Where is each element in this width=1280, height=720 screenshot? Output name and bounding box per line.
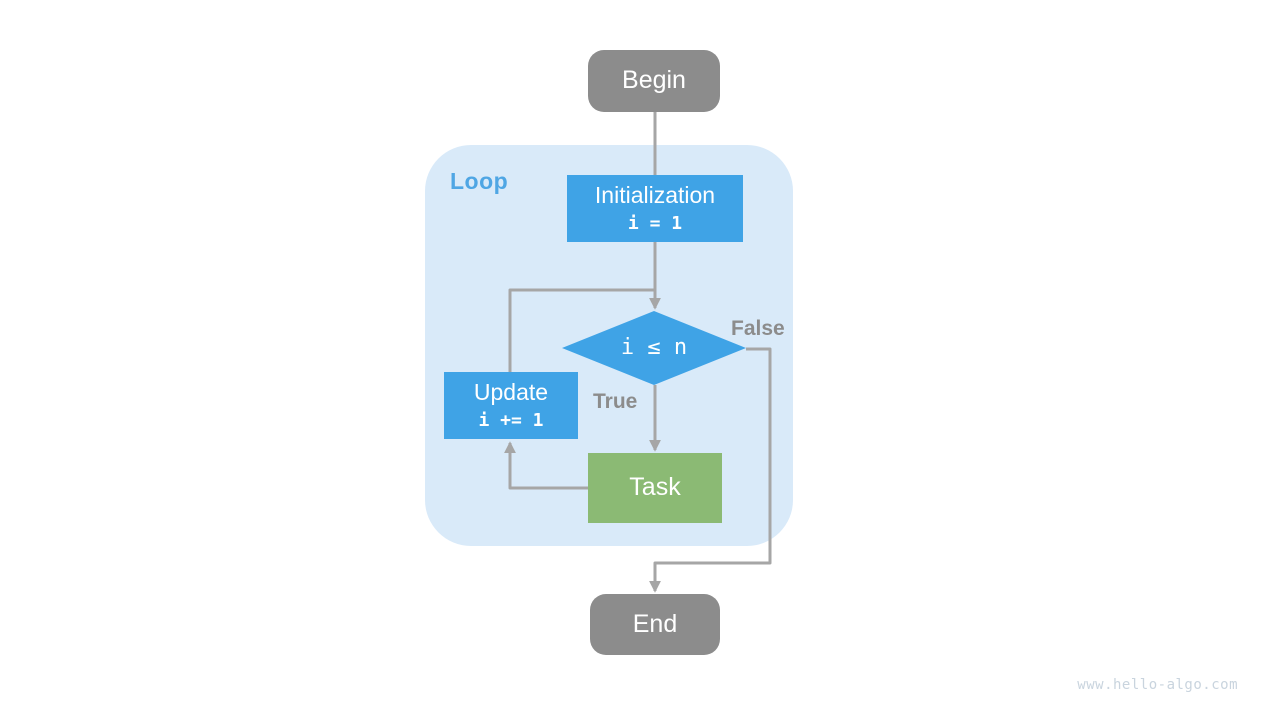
update-code: i += 1: [478, 410, 544, 432]
task-node: Task: [588, 453, 722, 523]
edge-condition-false-to-end: [649, 347, 772, 593]
true-edge-label: True: [593, 390, 638, 413]
begin-label: Begin: [622, 66, 686, 95]
initialization-label: Initialization: [594, 182, 716, 209]
condition-label: i ≤ n: [620, 335, 688, 361]
initialization-node: Initialization i = 1: [567, 175, 743, 242]
initialization-code: i = 1: [627, 213, 683, 235]
false-edge-label: False: [731, 317, 785, 340]
task-label: Task: [629, 473, 681, 502]
watermark: www.hello-algo.com: [1077, 677, 1238, 693]
end-node: End: [590, 594, 720, 655]
update-node: Update i += 1: [444, 372, 578, 439]
edge-task-to-update: [504, 441, 589, 490]
edge-update-to-condition-junction: [508, 288, 656, 372]
update-label: Update: [473, 379, 549, 406]
end-label: End: [632, 609, 678, 638]
loop-label: Loop: [450, 168, 509, 194]
begin-node: Begin: [588, 50, 720, 112]
